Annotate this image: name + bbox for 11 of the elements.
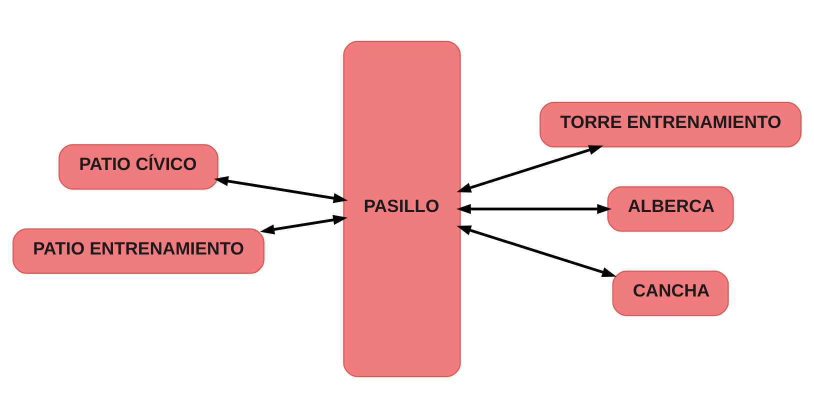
node-box: PASILLO xyxy=(343,40,461,377)
arrow xyxy=(456,203,612,214)
node-box: PATIO ENTRENAMIENTO xyxy=(12,228,264,274)
arrow xyxy=(214,176,348,203)
arrow xyxy=(456,224,617,277)
node-box: TORRE ENTRENAMIENTO xyxy=(540,101,802,147)
arrow xyxy=(456,144,604,192)
node-box: PATIO CÍVICO xyxy=(58,144,218,190)
node-box: CANCHA xyxy=(612,270,729,316)
node-box: ALBERCA xyxy=(607,186,734,232)
arrow xyxy=(260,214,348,234)
